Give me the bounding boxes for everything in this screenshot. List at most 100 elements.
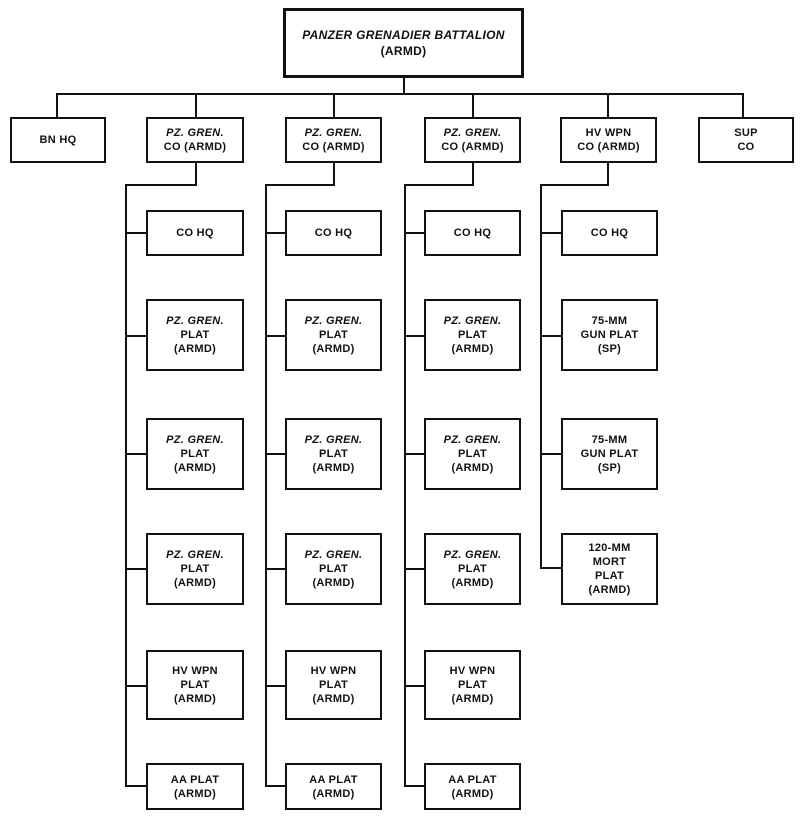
box-line: (ARMD) xyxy=(173,693,217,705)
company-box: HV WPN CO (ARMD) xyxy=(560,117,657,163)
connector xyxy=(403,77,405,94)
box-line: 75-MM xyxy=(591,315,628,327)
unit-box: HV WPN PLAT (ARMD) xyxy=(146,650,244,720)
connector xyxy=(265,785,287,787)
box-line: CO HQ xyxy=(590,227,629,239)
box-line: PLAT xyxy=(457,563,488,575)
unit-box: CO HQ xyxy=(146,210,244,256)
unit-box: HV WPN PLAT (ARMD) xyxy=(424,650,521,720)
connector xyxy=(265,685,287,687)
unit-box: PZ. GREN. PLAT (ARMD) xyxy=(285,418,382,490)
box-line: PZ. GREN. xyxy=(443,315,502,327)
box-line: 75-MM xyxy=(591,434,628,446)
box-line: AA PLAT xyxy=(309,773,358,786)
connector xyxy=(125,335,148,337)
unit-box: PZ. GREN. PLAT (ARMD) xyxy=(146,533,244,605)
connector xyxy=(56,93,58,118)
box-line: (ARMD) xyxy=(380,44,427,58)
box-line: (ARMD) xyxy=(451,693,494,705)
connector xyxy=(607,93,609,118)
box-line: PLAT xyxy=(594,570,625,582)
unit-box: PZ. GREN. PLAT (ARMD) xyxy=(146,418,244,490)
box-line: (ARMD) xyxy=(451,343,494,355)
box-line: CO (ARMD) xyxy=(577,141,640,153)
box-line: (SP) xyxy=(597,343,622,355)
connector xyxy=(125,184,197,186)
box-line: PZ. GREN. xyxy=(304,315,363,327)
connector xyxy=(540,184,542,569)
box-line: PLAT xyxy=(318,563,349,575)
connector xyxy=(540,567,563,569)
connector xyxy=(265,184,335,186)
box-line: (ARMD) xyxy=(173,343,217,355)
connector xyxy=(540,335,563,337)
connector xyxy=(742,93,744,118)
connector xyxy=(404,184,474,186)
connector xyxy=(404,785,426,787)
connector xyxy=(195,93,197,118)
box-line: PLAT xyxy=(180,329,210,341)
box-line: (ARMD) xyxy=(173,462,217,474)
box-line: MORT xyxy=(592,556,627,568)
box-line: PLAT xyxy=(180,563,210,575)
connector xyxy=(333,93,335,118)
box-line: CO (ARMD) xyxy=(163,141,227,153)
unit-box: CO HQ xyxy=(424,210,521,256)
company-box: PZ. GREN. CO (ARMD) xyxy=(424,117,521,163)
box-line: SUP xyxy=(734,127,758,139)
connector xyxy=(56,93,742,95)
box-line: CO HQ xyxy=(176,227,214,239)
unit-box: AA PLAT (ARMD) xyxy=(424,763,521,810)
box-line: AA PLAT xyxy=(448,773,497,786)
connector xyxy=(333,162,335,185)
connector xyxy=(125,232,148,234)
box-line: PLAT xyxy=(457,329,488,341)
company-box: PZ. GREN. CO (ARMD) xyxy=(146,117,244,163)
box-line: GUN PLAT xyxy=(580,329,639,341)
box-line: PLAT xyxy=(457,679,488,691)
sup-co-box: SUP CO xyxy=(698,117,794,163)
connector xyxy=(265,568,287,570)
unit-box: AA PLAT (ARMD) xyxy=(146,763,244,810)
unit-box: CO HQ xyxy=(285,210,382,256)
connector xyxy=(404,232,426,234)
box-line: (ARMD) xyxy=(588,584,631,596)
box-line: (ARMD) xyxy=(451,462,494,474)
unit-box: PZ. GREN. PLAT (ARMD) xyxy=(285,299,382,371)
connector xyxy=(540,184,609,186)
unit-box: CO HQ xyxy=(561,210,658,256)
battalion-box: PANZER GRENADIER BATTALION (ARMD) xyxy=(283,8,524,78)
connector xyxy=(404,453,426,455)
box-line: (ARMD) xyxy=(312,577,355,589)
unit-box: PZ. GREN. PLAT (ARMD) xyxy=(146,299,244,371)
box-line: 120-MM xyxy=(588,542,631,554)
box-line: PZ. GREN. xyxy=(166,434,224,446)
box-line: (ARMD) xyxy=(451,787,494,800)
connector xyxy=(265,232,287,234)
box-line: (ARMD) xyxy=(173,577,217,589)
unit-box: PZ. GREN. PLAT (ARMD) xyxy=(424,418,521,490)
connector xyxy=(540,232,563,234)
connector xyxy=(125,785,148,787)
connector xyxy=(265,335,287,337)
box-line: PZ. GREN. xyxy=(166,127,224,139)
box-line: PZ. GREN. xyxy=(166,315,224,327)
connector xyxy=(472,162,474,185)
box-line: (ARMD) xyxy=(312,462,355,474)
box-line: CO HQ xyxy=(314,227,353,239)
box-line: AA PLAT xyxy=(170,773,220,786)
box-line: HV WPN xyxy=(585,127,632,139)
connector xyxy=(125,453,148,455)
box-line: PLAT xyxy=(318,448,349,460)
box-line: BN HQ xyxy=(39,134,77,146)
box-line: PZ. GREN. xyxy=(443,127,502,139)
box-line: PLAT xyxy=(180,448,210,460)
box-line: HV WPN xyxy=(310,665,357,677)
unit-box: PZ. GREN. PLAT (ARMD) xyxy=(285,533,382,605)
connector xyxy=(195,162,197,185)
box-line: PZ. GREN. xyxy=(443,549,502,561)
box-line: (ARMD) xyxy=(312,343,355,355)
box-line: (SP) xyxy=(597,462,622,474)
bn-hq-box: BN HQ xyxy=(10,117,106,163)
box-line: (ARMD) xyxy=(312,693,355,705)
